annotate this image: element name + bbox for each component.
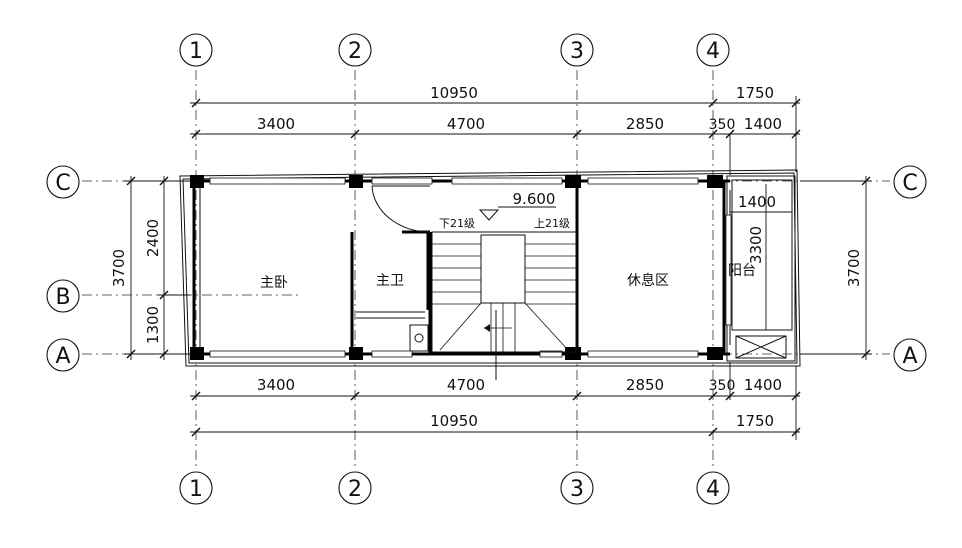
- axis-top-1: 1: [189, 39, 203, 64]
- dim-top-seg-3: 2850: [626, 115, 664, 133]
- dim-bottom-seg-3: 2850: [626, 376, 664, 394]
- axis-bottom-1: 1: [189, 477, 203, 502]
- balcony-dimensions: 1400 3300: [730, 184, 792, 330]
- stair: 9.600 下21级 上21级: [431, 190, 577, 380]
- axis-right-c: C: [902, 171, 917, 196]
- door-swing: [371, 185, 431, 233]
- dim-bottom-seg-4: 350: [709, 378, 736, 394]
- dim-bottom-seg-1: 3400: [257, 376, 295, 394]
- dim-bottom-total: 10950: [430, 412, 478, 430]
- left-dimensions: 3700 2400 1300: [110, 176, 190, 360]
- axis-bottom-3: 3: [570, 477, 584, 502]
- axis-top-4: 4: [706, 39, 720, 64]
- room-balcony: 阳台: [728, 263, 756, 279]
- room-labels: 主卧 主卫 休息区 阳台: [260, 263, 756, 291]
- axis-right-a: A: [902, 344, 917, 369]
- right-dimensions: 3700: [800, 176, 872, 360]
- columns: [190, 175, 723, 360]
- axis-bottom-4: 4: [706, 477, 720, 502]
- dim-bottom-seg-5: 1400: [744, 376, 782, 394]
- grid-bubbles-bottom: 1 2 3 4: [179, 471, 730, 505]
- room-master-bedroom: 主卧: [260, 275, 288, 291]
- stair-down-label: 下21级: [439, 217, 475, 230]
- grid-bubbles-left: C B A: [46, 165, 80, 372]
- balcony-width: 1400: [738, 193, 776, 211]
- dim-bottom-total-right: 1750: [736, 412, 774, 430]
- room-lounge: 休息区: [627, 272, 669, 289]
- building-walls: [179, 169, 801, 367]
- axis-left-b: B: [55, 285, 70, 310]
- dim-top-seg-5: 1400: [744, 115, 782, 133]
- windows: [209, 177, 732, 358]
- top-dimensions: 10950 1750 3400 4700 2850 350 1400: [190, 84, 801, 175]
- balcony-depth: 3300: [747, 226, 765, 264]
- dim-top-total-right: 1750: [736, 84, 774, 102]
- bottom-dimensions: 3400 4700 2850 350 1400 10950 1750: [190, 362, 801, 440]
- dim-left-seg-1: 2400: [144, 219, 162, 257]
- axis-left-c: C: [55, 171, 70, 196]
- axis-top-3: 3: [570, 39, 584, 64]
- axis-bottom-2: 2: [348, 477, 362, 502]
- dim-bottom-seg-2: 4700: [447, 376, 485, 394]
- dim-top-seg-2: 4700: [447, 115, 485, 133]
- stair-elevation: 9.600: [513, 190, 556, 208]
- stair-up-label: 上21级: [534, 217, 570, 230]
- axis-left-a: A: [55, 344, 70, 369]
- grid-bubbles-right: C A: [893, 165, 927, 372]
- dim-top-seg-4: 350: [709, 117, 736, 133]
- dim-right-total: 3700: [845, 249, 863, 287]
- grid-bubbles-top: 1 2 3 4: [179, 33, 730, 67]
- dim-left-total: 3700: [110, 249, 128, 287]
- axis-top-2: 2: [348, 39, 362, 64]
- dim-top-seg-1: 3400: [257, 115, 295, 133]
- room-master-bath: 主卫: [376, 273, 404, 289]
- dim-top-total: 10950: [430, 84, 478, 102]
- dim-left-seg-2: 1300: [144, 306, 162, 344]
